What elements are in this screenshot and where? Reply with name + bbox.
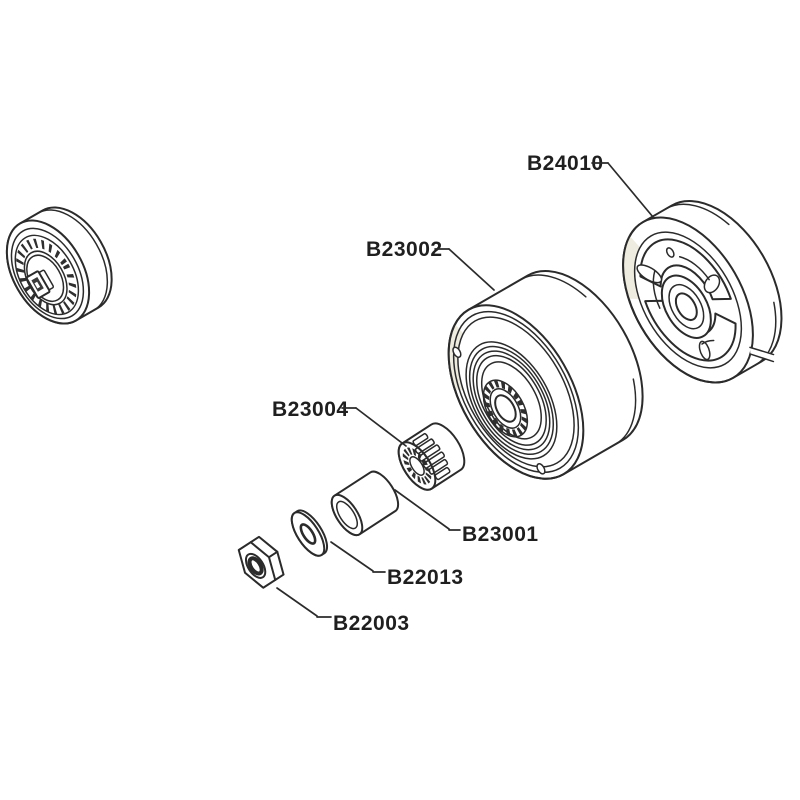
part-label-B24010: B24010 [527, 152, 604, 175]
small-drum-assembly-drawing [0, 193, 129, 338]
leader-line-B22013 [330, 541, 374, 572]
callout-B23001: B23001 [394, 489, 539, 546]
washer-drawing [286, 505, 334, 560]
part-label-B23002: B23002 [366, 238, 443, 261]
leader-line-B24010 [607, 162, 654, 218]
part-label-B23004: B23004 [272, 398, 349, 421]
drum-splined-hub [474, 373, 536, 445]
small-drum-hub-boss [26, 268, 55, 298]
part-label-B23001: B23001 [462, 523, 539, 546]
callout-B24010: B24010 [527, 152, 654, 218]
leader-line-B23004 [355, 407, 407, 447]
leader-line-B23002 [448, 248, 495, 291]
cage-slots [409, 431, 453, 482]
clutch-drum-sprocket-drawing [421, 248, 671, 502]
callout-B22013: B22013 [330, 541, 464, 589]
leader-line-B23001 [394, 489, 450, 530]
callout-B23004: B23004 [272, 398, 407, 447]
needle-bearing-cage-drawing [391, 417, 471, 495]
hex-nut-drawing [233, 533, 290, 592]
clutch-assembly-drawing [596, 179, 800, 411]
leader-line-B22003 [276, 587, 318, 617]
callout-B23002: B23002 [366, 238, 495, 291]
part-label-B22003: B22003 [333, 612, 410, 635]
bearing-sleeve-drawing [326, 467, 404, 540]
callout-B22003: B22003 [276, 587, 410, 635]
part-label-B22013: B22013 [387, 566, 464, 589]
clutch-hub [652, 267, 721, 346]
